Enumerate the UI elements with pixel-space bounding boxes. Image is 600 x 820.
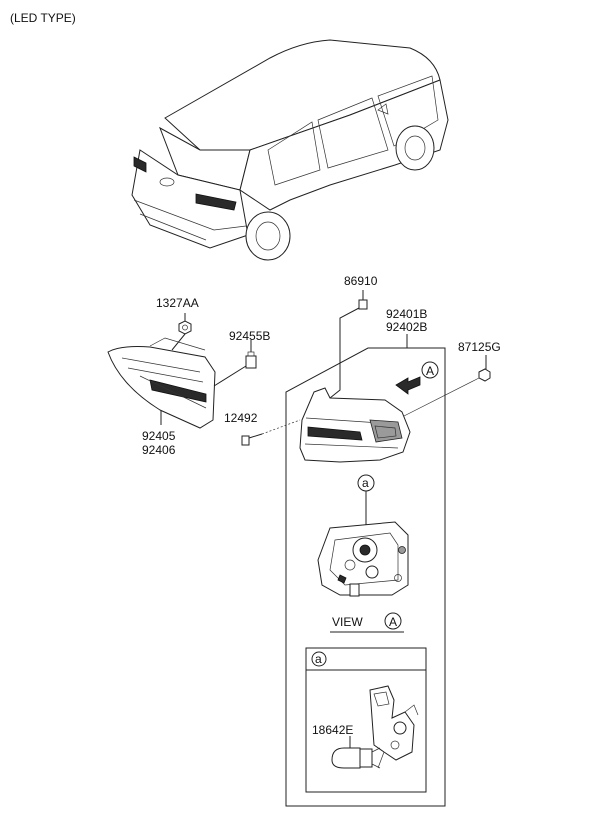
label-92402b: 92402B (386, 320, 427, 334)
label-18642e: 18642E (312, 723, 353, 737)
label-92406: 92406 (142, 443, 176, 457)
view-arrow-a: A (395, 361, 439, 395)
vehicle-illustration (131, 39, 449, 261)
label-92401b: 92401B (386, 307, 427, 321)
label-92405: 92405 (142, 429, 176, 443)
label-12492: 12492 (224, 411, 258, 425)
bulb-socket (369, 685, 419, 769)
nut-1327aa (171, 313, 192, 351)
callout-a: a (357, 474, 375, 532)
arrow-a-label: A (426, 364, 434, 378)
label-87125g: 87125G (458, 340, 501, 354)
label-1327aa: 1327AA (156, 296, 199, 310)
label-92455b: 92455B (229, 329, 270, 343)
detail-box-a: a (305, 647, 427, 793)
label-86910: 86910 (344, 274, 378, 288)
inner-tail-lamp (107, 337, 216, 429)
detail-a-label: a (315, 652, 322, 666)
clip-86910 (329, 290, 368, 399)
outer-tail-lamp (299, 387, 411, 463)
screw-87125g (399, 355, 491, 419)
view-label: VIEW (332, 615, 363, 629)
screw-12492 (241, 419, 301, 446)
callout-a-label: a (362, 476, 369, 490)
view-frame (285, 347, 446, 807)
view-marker-circle (384, 612, 402, 630)
bulb-18642e (331, 736, 381, 769)
view-marker-label: A (389, 615, 397, 629)
clip-92455b (213, 340, 257, 387)
lamp-rear-view (317, 521, 409, 597)
diagram-title: (LED TYPE) (10, 11, 76, 25)
